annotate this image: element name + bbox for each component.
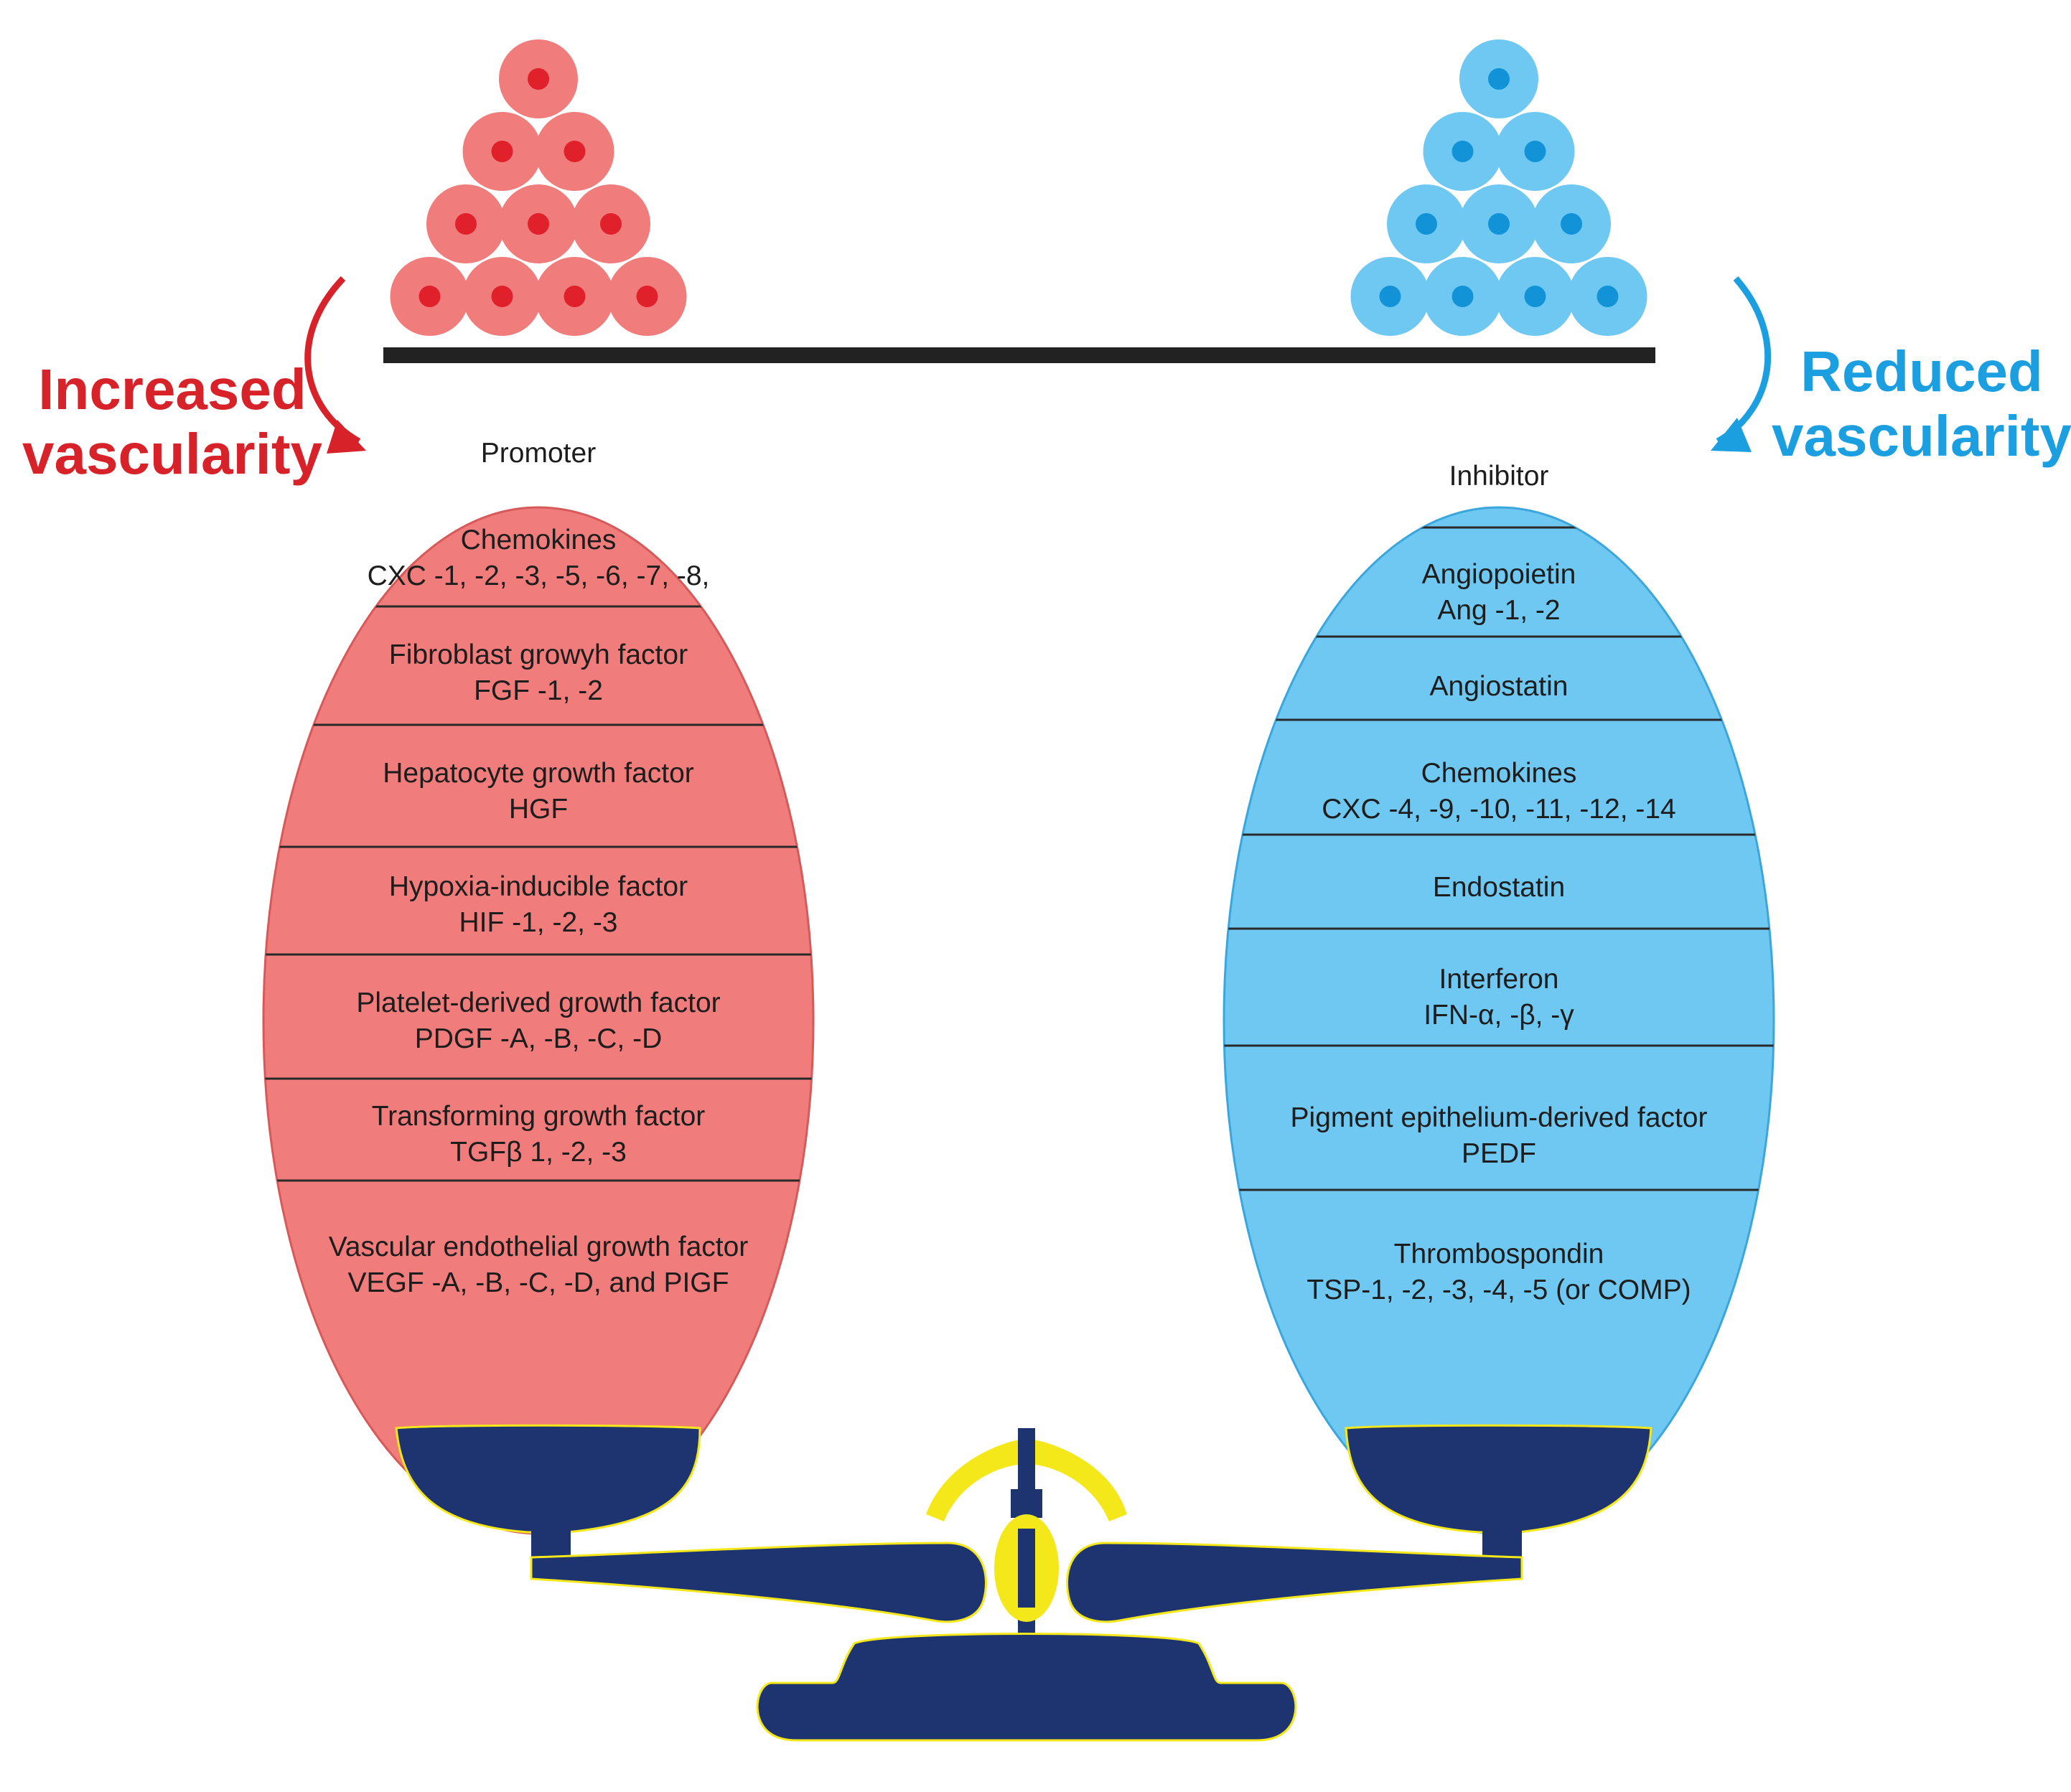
promoter-cell-nucleus <box>564 286 586 307</box>
left-pan <box>395 1424 701 1534</box>
balance-beam <box>383 347 1655 363</box>
inhibitor-cell-nucleus <box>1379 286 1401 307</box>
promoter-cell-nucleus <box>636 286 658 307</box>
inhibitor-row-subtitle: Ang -1, -2 <box>1437 595 1560 626</box>
inhibitor-row-title: Pigment epithelium-derived factor <box>1291 1102 1708 1133</box>
inhibitor-cell-nucleus <box>1524 286 1546 307</box>
increased-label-line2: vascularity <box>22 422 323 486</box>
promoter-row-title: Platelet-derived growth factor <box>356 988 720 1018</box>
promoter-row-subtitle: HIF -1, -2, -3 <box>459 907 617 938</box>
promoter-cell-nucleus <box>600 213 622 235</box>
inhibitor-cell-nucleus <box>1524 141 1546 162</box>
inhibitor-cell-nucleus <box>1451 286 1474 307</box>
increased-label-line1: Increased <box>38 357 307 421</box>
inhibitor-cell-nucleus <box>1561 213 1582 235</box>
promoter-row-subtitle: TGFβ 1, -2, -3 <box>450 1137 627 1168</box>
promoter-cell-nucleus <box>564 141 586 162</box>
promoter-row-title: Hepatocyte growth factor <box>383 758 694 789</box>
reduced-label-line1: Reduced <box>1800 339 2043 403</box>
inhibitor-row-title: Angiostatin <box>1430 671 1569 702</box>
scale-base <box>756 1633 1297 1742</box>
promoter-row-title: Vascular endothelial growth factor <box>329 1232 749 1262</box>
right-arm <box>1066 1542 1523 1623</box>
promoter-cell-nucleus <box>455 213 477 235</box>
increased-arrow-icon <box>304 276 366 454</box>
inhibitor-row-title: Chemokines <box>1421 758 1577 789</box>
inhibitor-row-title: Angiopoietin <box>1422 559 1576 590</box>
promoter-row-subtitle: PDGF -A, -B, -C, -D <box>415 1023 663 1054</box>
inhibitor-cell-nucleus <box>1597 286 1619 307</box>
inhibitor-row-subtitle: PEDF <box>1462 1138 1536 1169</box>
pivot-arc <box>926 1439 1127 1521</box>
inhibitor-row-subtitle: CXC -4, -9, -10, -11, -12, -14 <box>1322 794 1675 825</box>
inhibitor-row-title: Endostatin <box>1433 872 1565 903</box>
inhibitor-cell-nucleus <box>1451 141 1474 162</box>
promoter-cell-nucleus <box>528 213 549 235</box>
inhibitor-row-title: Inhibitor <box>1449 461 1549 492</box>
promoter-cell-nucleus <box>419 286 441 307</box>
inhibitor-cell-nucleus <box>1488 213 1510 235</box>
inhibitor-cell-nucleus <box>1416 213 1437 235</box>
promoter-cell-nucleus <box>491 141 513 162</box>
inhibitor-cell-nucleus <box>1488 68 1510 90</box>
inhibitor-row-subtitle: TSP-1, -2, -3, -4, -5 (or COMP) <box>1306 1275 1691 1305</box>
promoter-row-title: Promoter <box>481 438 596 469</box>
inhibitor-row-title: Thrombospondin <box>1394 1239 1604 1270</box>
reduced-arrow-icon <box>1711 276 1772 452</box>
promoter-row-title: Fibroblast growyh factor <box>389 639 688 670</box>
right-pan <box>1345 1424 1652 1534</box>
inhibitor-row-title: Interferon <box>1439 964 1559 995</box>
promoter-cell-nucleus <box>491 286 513 307</box>
reduced-label-line2: vascularity <box>1772 404 2071 468</box>
promoter-row-title: Hypoxia-inducible factor <box>389 871 688 902</box>
promoter-row-subtitle: VEGF -A, -B, -C, -D, and PIGF <box>348 1267 729 1298</box>
promoter-cell-nucleus <box>528 68 549 90</box>
promoter-row-title: Chemokines <box>461 525 617 555</box>
promoter-cell-pyramid <box>390 39 687 336</box>
left-arm <box>530 1542 987 1623</box>
promoter-row-title: Transforming growth factor <box>372 1101 706 1132</box>
promoter-row-subtitle: FGF -1, -2 <box>474 675 603 706</box>
promoter-row-subtitle: CXC -1, -2, -3, -5, -6, -7, -8, <box>368 560 710 591</box>
inhibitor-row-subtitle: IFN-α, -β, -γ <box>1423 1000 1574 1031</box>
scale-icon <box>395 1424 1652 1742</box>
promoter-row-subtitle: HGF <box>509 794 568 825</box>
inhibitor-cell-pyramid <box>1350 39 1647 336</box>
